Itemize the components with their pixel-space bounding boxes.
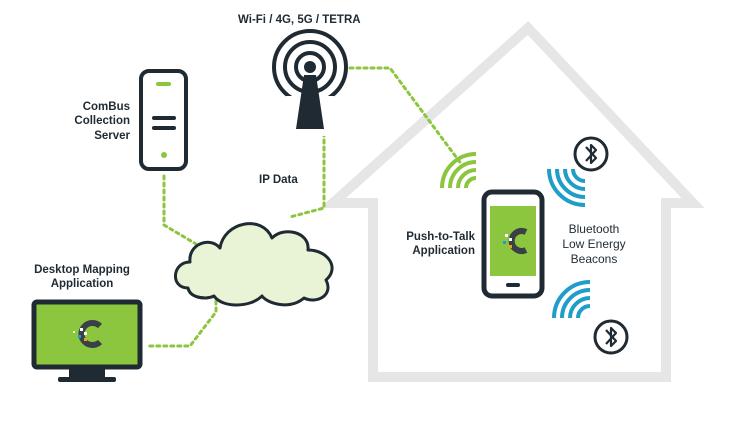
ble-label-line3: Beacons	[570, 252, 618, 266]
desktop-label-line1: Desktop Mapping	[34, 264, 130, 276]
ble-label: Bluetooth Low Energy Beacons	[553, 222, 635, 267]
desktop-label: Desktop Mapping Application	[20, 263, 144, 292]
connection-lines	[144, 66, 464, 348]
monitor-icon	[31, 299, 143, 382]
ptt-label-line2: Application	[412, 245, 475, 258]
ble-label-line1: Bluetooth	[568, 222, 620, 236]
tower-to-phone-link	[348, 66, 464, 167]
server-icon	[139, 69, 188, 171]
tower-to-cloud-link	[288, 131, 326, 219]
server-label-line1: ComBus	[82, 101, 130, 113]
ptt-label: Push-to-Talk Application	[380, 230, 475, 259]
ip-data-label: IP Data	[259, 174, 298, 186]
cloud-icon	[174, 222, 334, 307]
desktop-label-line2: Application	[50, 278, 114, 291]
wifi-label: Wi-Fi / 4G, 5G / TETRA	[238, 14, 361, 26]
smartphone-icon	[481, 189, 545, 299]
bluetooth-beacon-bottom	[552, 280, 629, 355]
cloud-to-desktop-link	[144, 299, 218, 348]
ptt-label-line1: Push-to-Talk	[406, 231, 475, 243]
wifi-signal-icon	[440, 152, 477, 189]
server-label: ComBus Collection Server	[50, 100, 130, 143]
house-outline-icon	[319, 21, 705, 382]
server-to-cloud-link	[162, 174, 198, 246]
server-label-line2: Collection	[74, 115, 130, 128]
bluetooth-beacon-top	[547, 136, 609, 207]
radio-tower-icon	[272, 29, 348, 136]
server-label-line3: Server	[94, 129, 130, 142]
ble-label-line2: Low Energy	[562, 237, 626, 251]
